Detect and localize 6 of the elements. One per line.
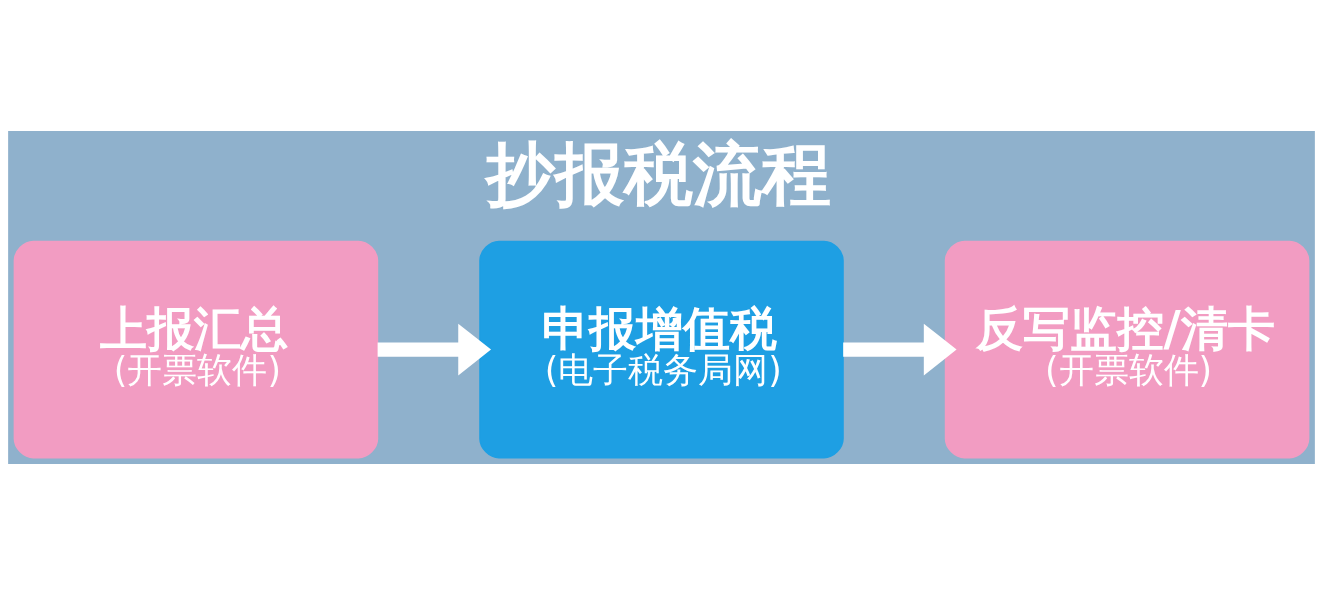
arrow — [843, 323, 957, 376]
node-box: 反写监控/清卡 (开票软件) — [944, 240, 1310, 459]
arrow — [377, 323, 492, 376]
diagram-title: 抄报税流程 — [486, 133, 832, 214]
node-box: 上报汇总 (开票软件) — [13, 240, 379, 459]
node-box: 申报增值税 (电子税务局网) — [479, 240, 844, 459]
